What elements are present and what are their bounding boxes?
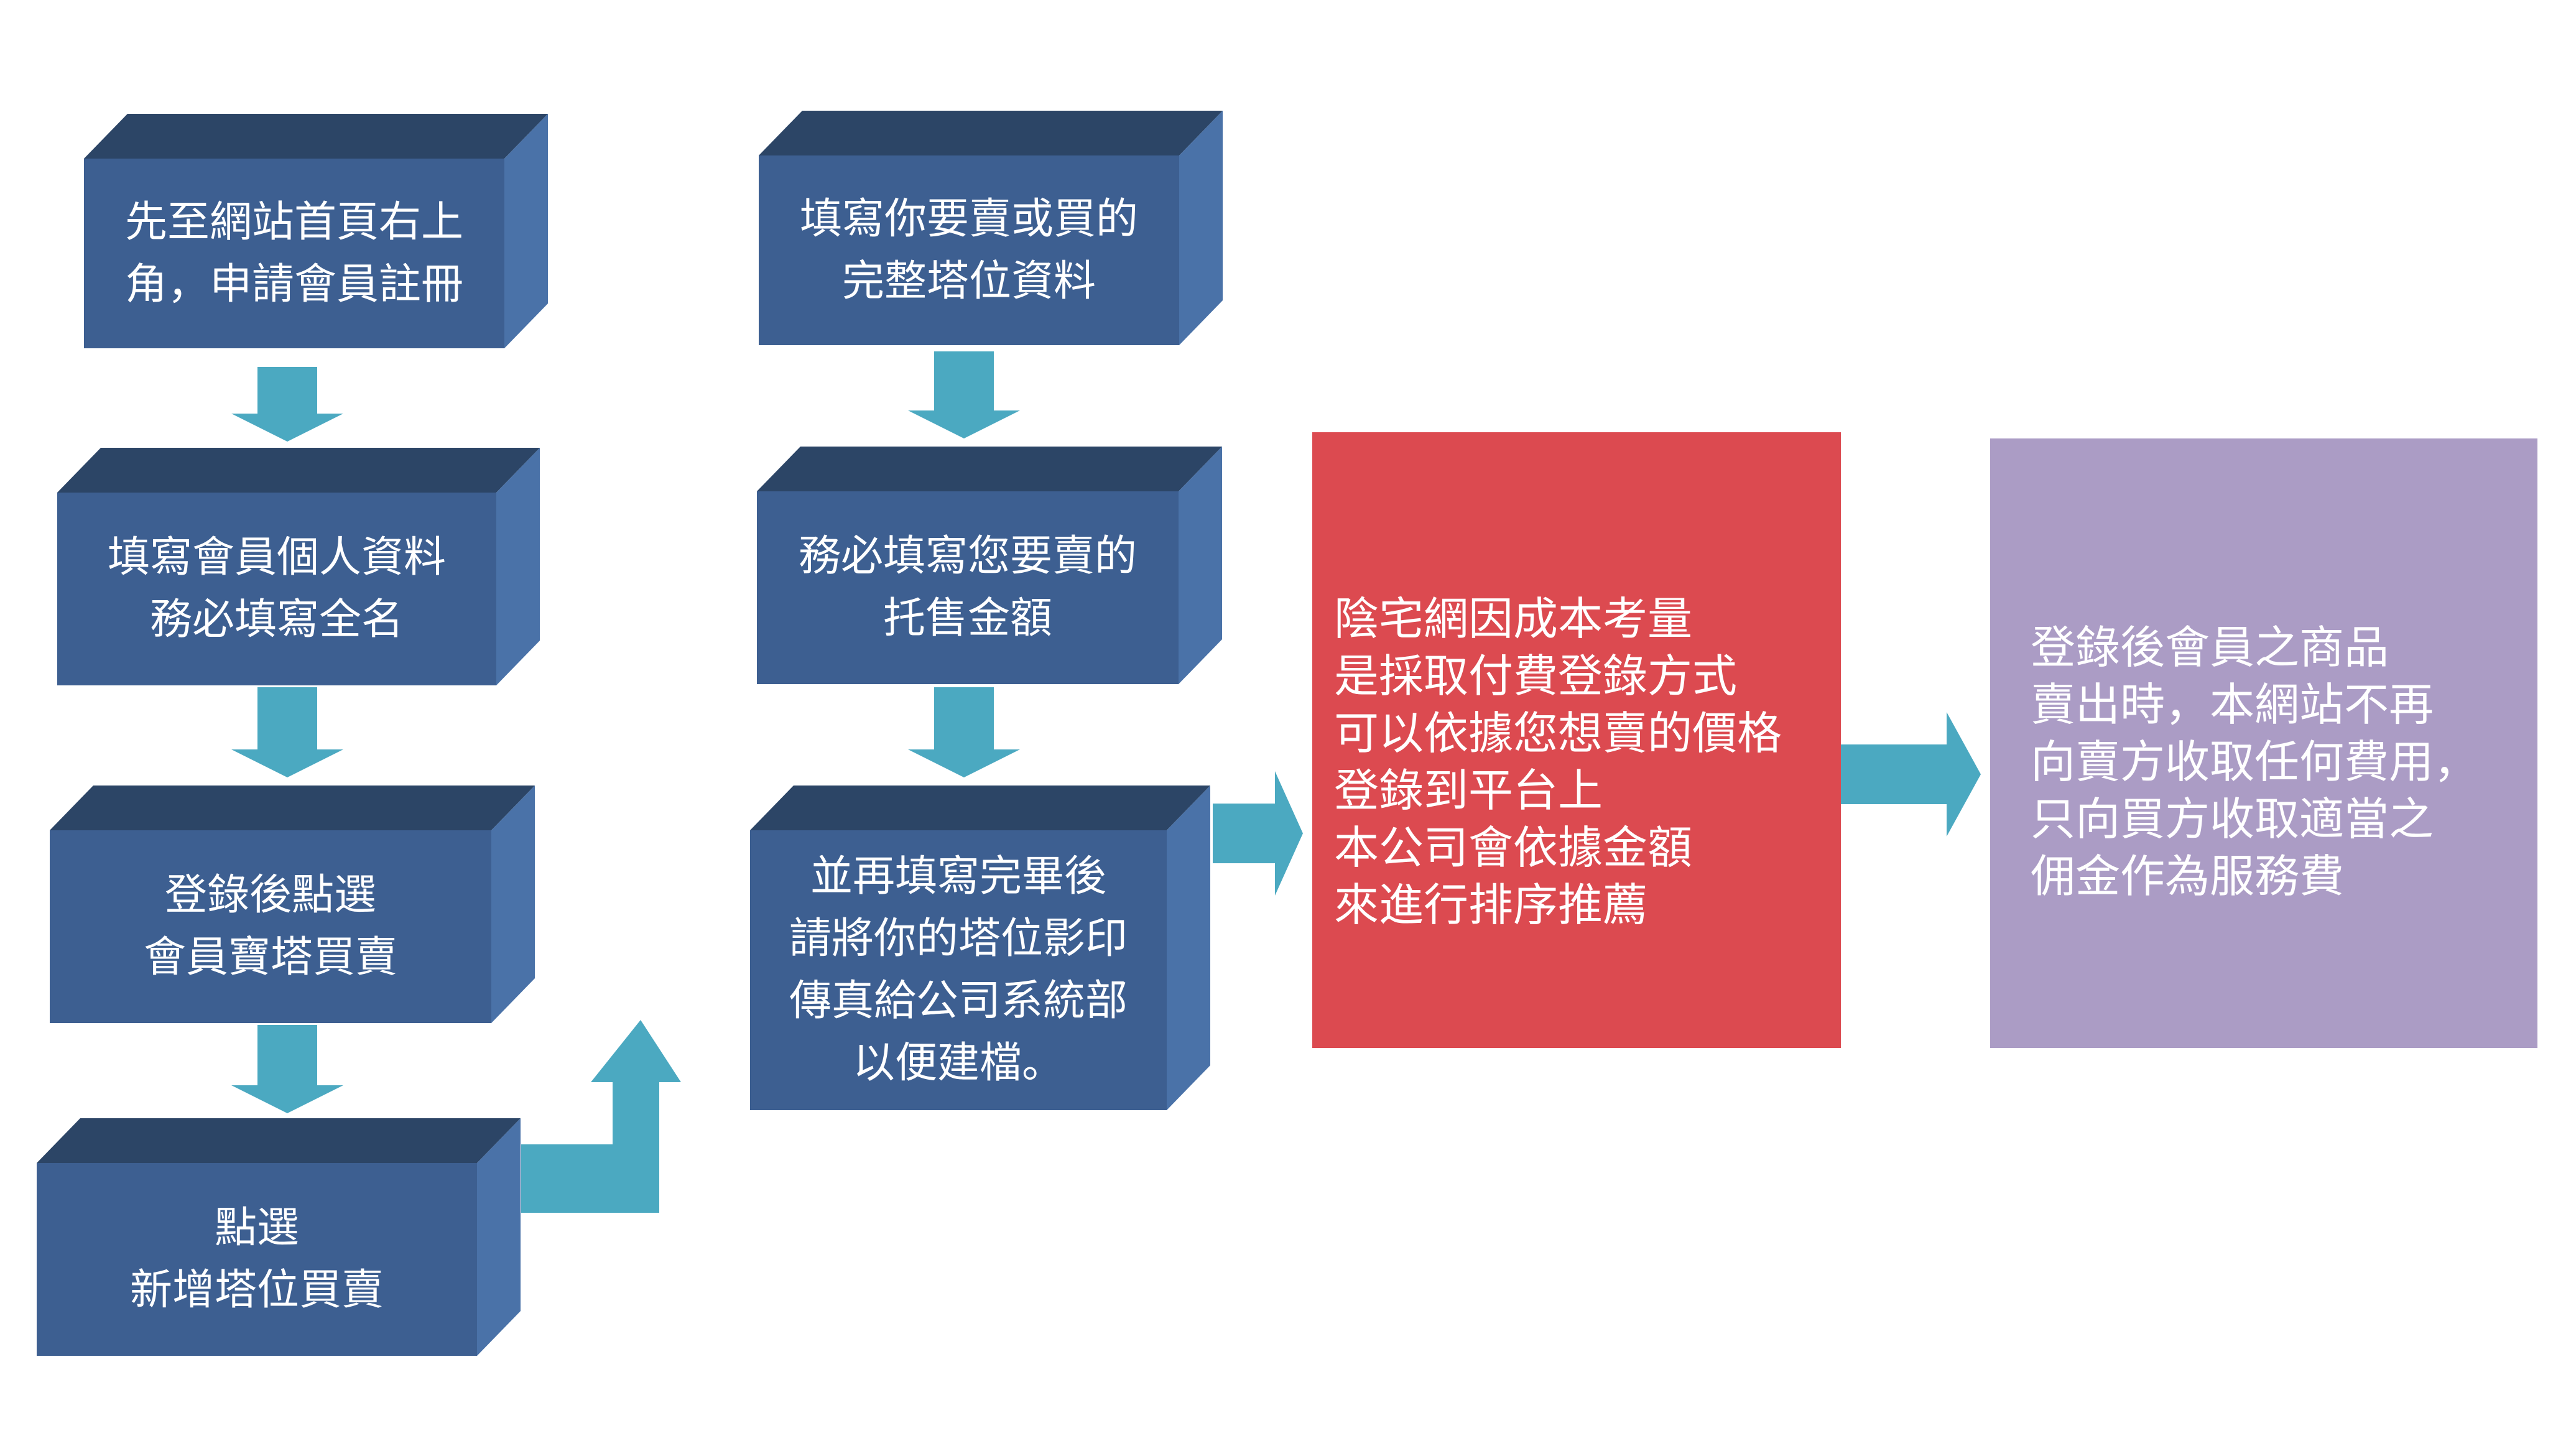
arrow-step-5-6	[908, 351, 1020, 438]
step-2-line-1: 填寫會員個人資料	[107, 533, 446, 582]
step-3-box-side	[491, 786, 535, 1023]
step-3-line-2: 會員寶塔買賣	[143, 933, 397, 982]
step-1-line-2: 角，申請會員註冊	[124, 259, 463, 309]
arrow-step-2-3	[231, 687, 343, 777]
fee-info-line-6: 來進行排序推薦	[1334, 879, 1648, 931]
step-6-line-1: 務必填寫您要賣的	[798, 532, 1137, 581]
step-5-line-1: 填寫你要賣或買的	[799, 194, 1138, 244]
step-7-line-2: 請將你的塔位影印	[789, 914, 1128, 963]
arrow-step-3-4	[231, 1025, 343, 1113]
fee-info-line-5: 本公司會依據金額	[1334, 822, 1693, 874]
step-4-box-top	[37, 1118, 521, 1163]
step-box-1: 先至網站首頁右上 角，申請會員註冊	[84, 159, 504, 348]
step-box-2: 填寫會員個人資料 務必填寫全名	[57, 493, 496, 685]
step-5-line-2: 完整塔位資料	[841, 256, 1096, 306]
step-4-line-1: 點選	[214, 1203, 299, 1253]
commission-info-line-2: 賣出時，本網站不再	[2031, 679, 2434, 731]
arrow-step-1-2	[231, 367, 343, 442]
step-1-box-front	[84, 159, 504, 348]
step-5-box-front	[759, 155, 1179, 345]
step-2-line-2: 務必填寫全名	[149, 595, 404, 644]
fee-info-line-4: 登錄到平台上	[1334, 764, 1603, 817]
commission-info-panel: 登錄後會員之商品 賣出時，本網站不再 向賣方收取任何費用， 只向買方收取適當之 …	[2031, 435, 2553, 1088]
commission-info-panel-bg	[1990, 438, 2537, 1048]
step-3-line-1: 登錄後點選	[164, 871, 376, 920]
step-7-line-4: 以便建檔。	[852, 1039, 1064, 1088]
fee-info-panel-bg	[1312, 432, 1841, 1048]
step-box-3: 登錄後點選 會員寶塔買賣	[50, 830, 491, 1023]
fee-info-panel: 陰宅網因成本考量 是採取付費登錄方式 可以依據您想賣的價格 登錄到平台上 本公司…	[1334, 435, 1850, 1088]
step-box-7: 並再填寫完畢後 請將你的塔位影印 傳真給公司系統部 以便建檔。	[750, 830, 1167, 1110]
fee-info-line-3: 可以依據您想賣的價格	[1334, 707, 1782, 759]
step-6-box-side	[1179, 447, 1222, 684]
step-1-box-side	[504, 114, 548, 348]
step-7-line-1: 並再填寫完畢後	[810, 852, 1106, 901]
step-1-line-1: 先至網站首頁右上	[124, 197, 463, 247]
commission-info-line-4: 只向買方收取適當之	[2031, 793, 2434, 845]
commission-info-line-5: 佣金作為服務費	[2031, 850, 2345, 902]
step-3-box-front	[50, 830, 491, 1023]
step-7-box-top	[750, 786, 1210, 830]
arrow-step-4-to-5	[521, 1020, 681, 1213]
step-4-line-2: 新增塔位買賣	[129, 1266, 384, 1315]
fee-info-line-1: 陰宅網因成本考量	[1334, 593, 1693, 645]
step-3-box-top	[50, 786, 535, 830]
arrow-step-7-to-fee	[1213, 771, 1303, 896]
step-4-box-side	[477, 1118, 521, 1356]
step-box-4: 點選 新增塔位買賣	[37, 1163, 477, 1356]
step-2-box-side	[496, 448, 540, 685]
step-5-box-top	[759, 111, 1223, 155]
step-7-box-side	[1167, 786, 1210, 1110]
step-6-box-front	[757, 491, 1179, 684]
step-1-box-top	[84, 114, 548, 159]
step-box-5: 填寫你要賣或買的 完整塔位資料	[759, 155, 1179, 345]
step-2-box-top	[57, 448, 540, 493]
step-6-line-2: 托售金額	[883, 594, 1052, 643]
step-2-box-front	[57, 493, 496, 685]
step-4-box-front	[37, 1163, 477, 1356]
step-5-box-side	[1179, 111, 1223, 345]
arrow-fee-to-commission	[1841, 712, 1981, 837]
step-6-box-top	[757, 447, 1222, 491]
fee-info-line-2: 是採取付費登錄方式	[1334, 650, 1738, 702]
step-7-box-front	[750, 830, 1167, 1110]
arrow-step-6-7	[908, 687, 1020, 777]
commission-info-line-1: 登錄後會員之商品	[2031, 621, 2389, 674]
step-box-6: 務必填寫您要賣的 托售金額	[757, 491, 1179, 684]
step-7-line-3: 傳真給公司系統部	[789, 976, 1128, 1026]
commission-info-line-3: 向賣方收取任何費用，	[2031, 736, 2479, 788]
